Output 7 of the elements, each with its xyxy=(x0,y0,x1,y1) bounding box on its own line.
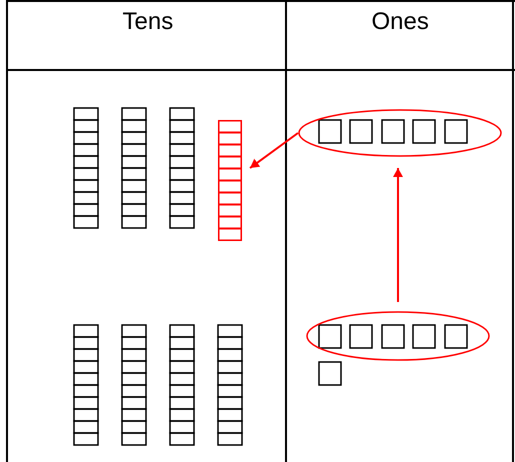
grouping-ellipse xyxy=(306,311,490,361)
ten-rod-drawing xyxy=(218,120,242,240)
arrow xyxy=(249,132,299,169)
arrow xyxy=(393,168,403,302)
column-heading: Ones xyxy=(372,9,429,35)
grouping-ellipse xyxy=(298,109,502,157)
column-heading: Tens xyxy=(122,9,174,35)
